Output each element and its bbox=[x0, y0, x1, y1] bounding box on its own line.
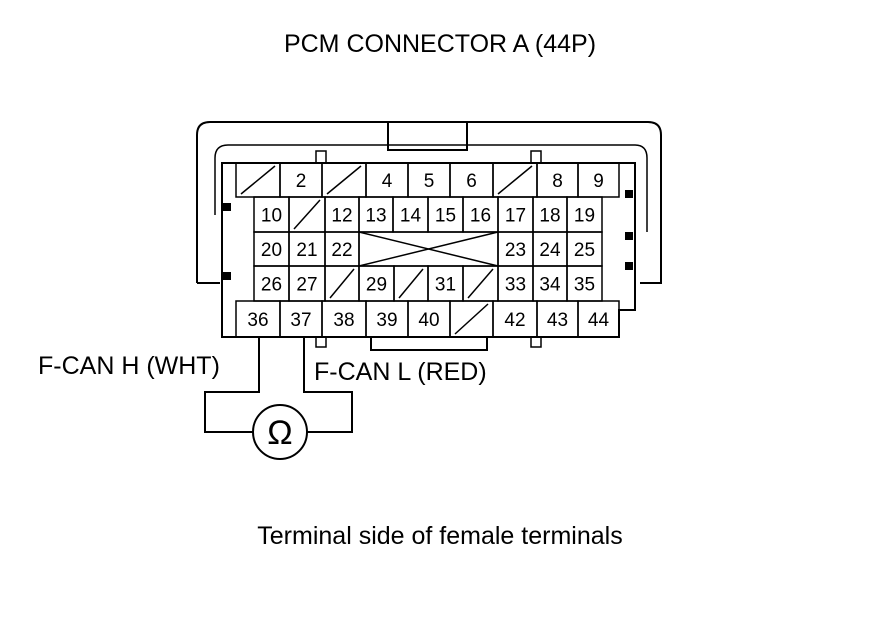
terminal-number: 2 bbox=[296, 171, 307, 192]
unused-terminal-slash bbox=[329, 268, 355, 299]
terminal-number: 12 bbox=[331, 206, 352, 227]
f-can-h-label: F-CAN H (WHT) bbox=[38, 352, 220, 380]
terminal-number: 5 bbox=[424, 171, 435, 192]
terminal-number: 23 bbox=[505, 240, 526, 261]
diagram-caption: Terminal side of female terminals bbox=[257, 522, 623, 550]
terminal-cell bbox=[577, 300, 620, 338]
unused-terminal-slash bbox=[467, 268, 494, 299]
terminal-number: 16 bbox=[470, 206, 491, 227]
terminal-number: 18 bbox=[539, 206, 560, 227]
terminal-number: 4 bbox=[382, 171, 393, 192]
terminal-cell bbox=[566, 231, 603, 267]
unused-terminal-slash bbox=[497, 165, 533, 195]
f-can-l-label: F-CAN L (RED) bbox=[314, 358, 487, 386]
diagram-title: PCM CONNECTOR A (44P) bbox=[283, 30, 597, 58]
unused-terminal-slash bbox=[454, 303, 489, 335]
unused-terminal-slash bbox=[398, 268, 424, 299]
blocked-cross-line bbox=[358, 231, 499, 267]
terminal-number: 25 bbox=[574, 240, 595, 261]
terminal-number: 39 bbox=[376, 310, 397, 331]
terminal-number: 36 bbox=[247, 310, 268, 331]
terminal-number: 15 bbox=[435, 206, 456, 227]
terminal-number: 9 bbox=[593, 171, 604, 192]
terminal-number: 43 bbox=[547, 310, 568, 331]
unused-terminal-slash bbox=[326, 165, 362, 195]
unused-terminal-slash bbox=[293, 199, 321, 230]
terminal-number: 27 bbox=[296, 275, 317, 296]
terminal-number: 37 bbox=[290, 310, 311, 331]
terminal-number: 29 bbox=[366, 275, 387, 296]
terminal-number: 26 bbox=[261, 275, 282, 296]
terminal-number: 34 bbox=[539, 275, 561, 296]
terminal-number: 13 bbox=[365, 206, 386, 227]
terminal-number: 8 bbox=[552, 171, 563, 192]
terminal-number: 6 bbox=[466, 171, 477, 192]
terminal-number: 21 bbox=[296, 240, 317, 261]
terminal-number: 22 bbox=[331, 240, 352, 261]
ohmmeter-circuit: Ω bbox=[204, 337, 353, 460]
ohm-icon: Ω bbox=[267, 414, 292, 452]
terminal-number: 20 bbox=[261, 240, 282, 261]
terminal-number: 38 bbox=[333, 310, 354, 331]
terminal-number: 24 bbox=[539, 240, 561, 261]
unused-terminal-slash bbox=[240, 165, 276, 195]
terminal-number: 42 bbox=[504, 310, 525, 331]
terminal-number: 19 bbox=[574, 206, 595, 227]
terminal-number: 44 bbox=[588, 310, 610, 331]
terminal-number: 17 bbox=[505, 206, 526, 227]
terminal-number: 10 bbox=[261, 206, 282, 227]
terminal-number: 33 bbox=[505, 275, 526, 296]
terminal-number: 14 bbox=[400, 206, 422, 227]
blocked-region bbox=[358, 231, 499, 267]
terminal-number: 35 bbox=[574, 275, 595, 296]
ohmmeter-symbol bbox=[252, 404, 308, 460]
terminal-number: 31 bbox=[435, 275, 456, 296]
terminal-number: 40 bbox=[418, 310, 439, 331]
